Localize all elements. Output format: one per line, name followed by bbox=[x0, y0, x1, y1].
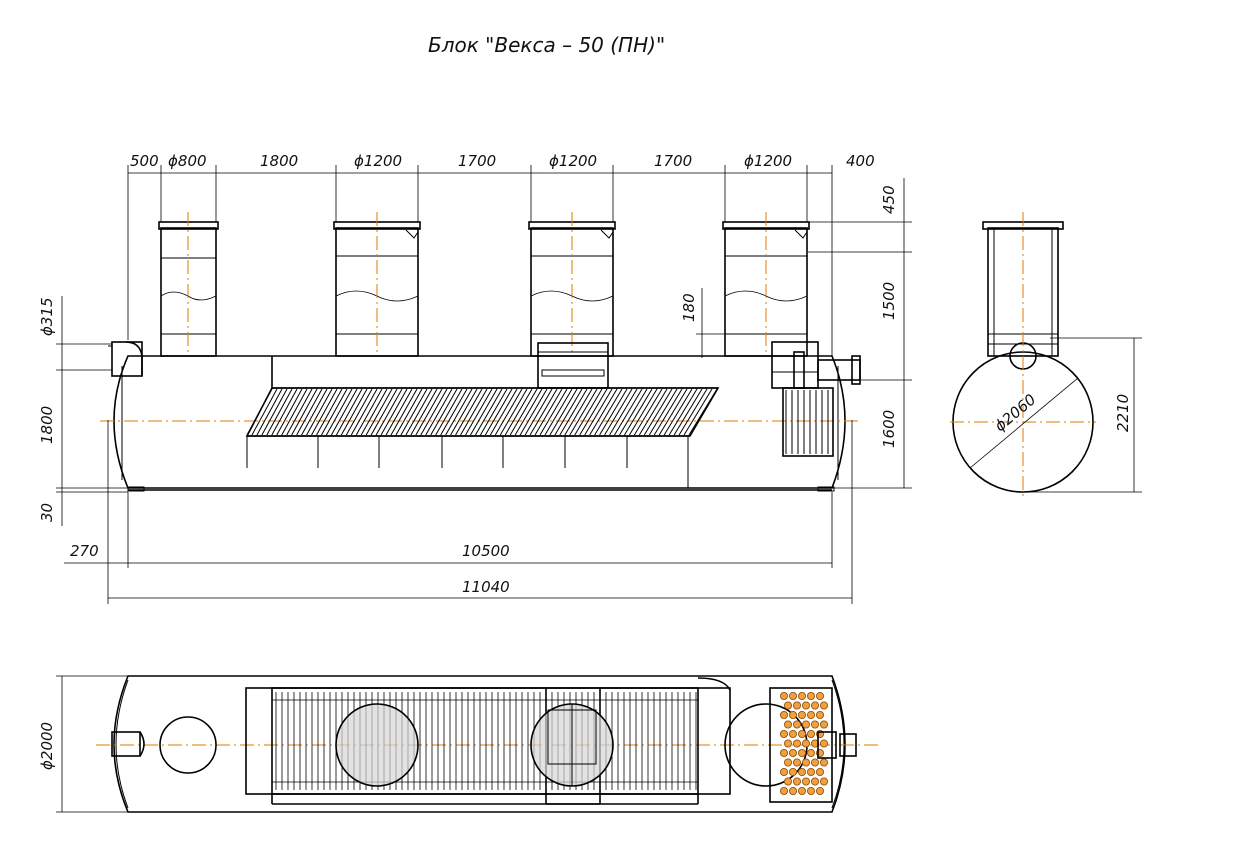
dim-1800: 1800 bbox=[260, 152, 298, 170]
dim-d1200-b: ϕ1200 bbox=[549, 152, 597, 170]
dim-30: 30 bbox=[38, 503, 56, 522]
shaft-d1200-a bbox=[333, 212, 421, 357]
plan-tank-outline bbox=[113, 675, 846, 813]
dim-d1200-a: ϕ1200 bbox=[354, 152, 402, 170]
dim-450: 450 bbox=[880, 185, 898, 214]
drawing-title: Блок "Векса – 50 (ПН)" bbox=[428, 33, 665, 57]
shaft-d1200-c bbox=[722, 212, 810, 357]
plan-view: ϕ2000 bbox=[38, 675, 880, 813]
dim-11040: 11040 bbox=[462, 578, 510, 596]
dim-10500: 10500 bbox=[462, 542, 510, 560]
dim-270: 270 bbox=[70, 542, 99, 560]
front-elevation bbox=[100, 212, 862, 492]
dim-1700-a: 1700 bbox=[458, 152, 496, 170]
shaft-d800 bbox=[158, 212, 219, 357]
side-view: ϕ2060 2210 bbox=[950, 212, 1142, 500]
inlet-pipe bbox=[108, 341, 143, 377]
dim-d1200-c: ϕ1200 bbox=[744, 152, 792, 170]
tank-body bbox=[113, 355, 846, 489]
dim-1700-b: 1700 bbox=[654, 152, 692, 170]
dim-2210: 2210 bbox=[1114, 394, 1132, 432]
dim-1500: 1500 bbox=[880, 282, 898, 320]
dim-d2060: ϕ2060 bbox=[991, 390, 1039, 435]
shaft-d1200-b bbox=[528, 212, 616, 357]
dimensions-front: 500 ϕ800 1800 ϕ1200 1700 ϕ1200 1700 ϕ120… bbox=[38, 152, 912, 604]
dim-180: 180 bbox=[680, 293, 698, 322]
lamella-pack bbox=[246, 388, 718, 436]
dim-1600: 1600 bbox=[880, 410, 898, 448]
dim-1800-left: 1800 bbox=[38, 406, 56, 444]
dim-500: 500 bbox=[130, 152, 159, 170]
dim-d315: ϕ315 bbox=[38, 297, 56, 336]
dim-d2000: ϕ2000 bbox=[38, 722, 56, 770]
dim-400: 400 bbox=[846, 152, 875, 170]
dim-d800: ϕ800 bbox=[168, 152, 207, 170]
